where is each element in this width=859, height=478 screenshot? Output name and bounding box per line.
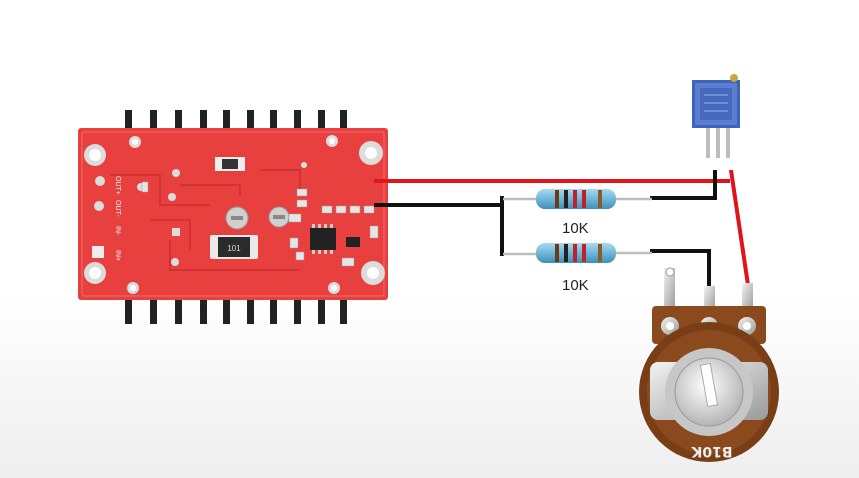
pin-label-in-minus: IN- <box>114 226 121 236</box>
chip-marking: 101 <box>227 244 241 253</box>
smd-ic <box>310 228 336 250</box>
pin-label-in-plus: IN+ <box>114 250 121 261</box>
pcb-pins-bottom <box>125 298 347 324</box>
trimmer-potentiometer <box>640 40 800 170</box>
mounting-holes <box>84 135 385 294</box>
pot-marking: B10K <box>690 443 732 459</box>
pcb-traces <box>110 169 301 271</box>
pin-label-out-plus: OUT+ <box>114 176 121 195</box>
inductor-chip: 101 <box>210 235 258 259</box>
resistor-1 <box>503 189 652 209</box>
pcb-pin-labels: OUT+ OUT- IN- IN+ <box>114 176 121 261</box>
smd-components <box>141 181 379 267</box>
pcb-pads <box>92 162 307 266</box>
step-up-converter-module: OUT+ OUT- IN- IN+ 101 <box>78 110 388 324</box>
wire-r2-to-pot <box>650 249 711 292</box>
resistor-2 <box>503 243 652 263</box>
resistor-2-label: 10K <box>562 277 589 294</box>
rotary-potentiometer: B10K <box>639 267 779 462</box>
resistor-1-label: 10K <box>562 220 589 237</box>
pcb-pins-top <box>125 110 347 132</box>
pin-label-out-minus: OUT- <box>114 200 121 217</box>
positive-wire-to-pot <box>726 149 750 286</box>
